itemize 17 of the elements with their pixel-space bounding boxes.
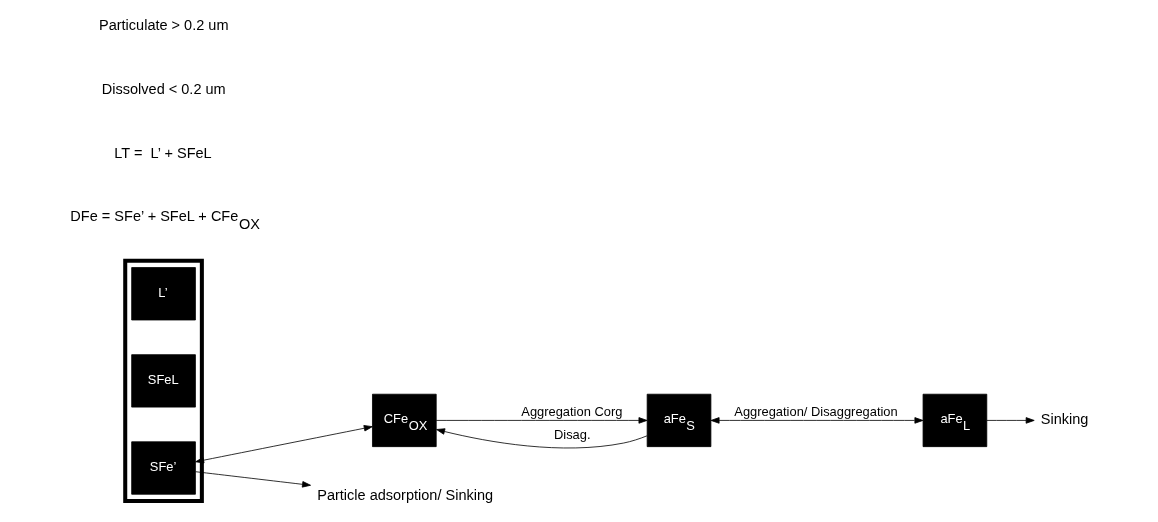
arrow [986,416,1035,424]
arrow [710,416,924,424]
node-box: SFe’ [131,440,196,495]
node-box: SFeL [131,353,196,407]
edge-label: Disag. [553,426,591,442]
node-box: L’ [131,266,196,320]
edge-label: Aggregation Corg [521,403,623,419]
arrow [195,470,311,488]
arrow [195,424,373,463]
node-text: Particle adsorption/ Sinking [317,486,494,503]
node-text: Sinking [1040,410,1089,427]
label: LT = L’ + SFeL [114,144,212,161]
label: Dissolved < 0.2 um [101,80,226,97]
edge-label: Aggregation/ Disaggregation [734,403,898,419]
arrow [436,427,648,448]
label: Particulate > 0.2 um [99,16,229,33]
arrow [435,416,648,424]
